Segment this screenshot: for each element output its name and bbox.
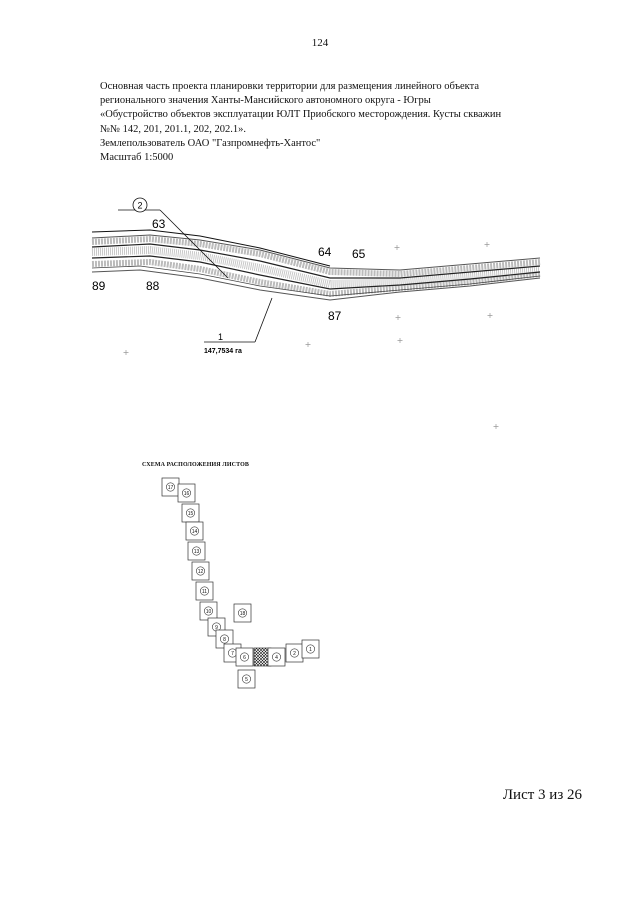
sheet-number: 17 [168, 485, 174, 491]
grid-crosses [123, 242, 499, 429]
page-number: 124 [311, 37, 329, 49]
sheet-cell: 4 [267, 647, 286, 667]
sheet-cell: 14 [185, 521, 204, 541]
header-line: №№ 142, 201, 201.1, 202, 202.1». [100, 123, 247, 135]
parcel-area: 147,7534 га [204, 348, 242, 355]
document-header: Основная часть проекта планировки террит… [100, 80, 560, 165]
point-label: 89 [92, 279, 106, 293]
circled-label-marker [132, 197, 148, 213]
sheet-number: 13 [194, 549, 200, 555]
sheet-cell: 11 [195, 581, 214, 601]
sheet-layout-scheme: 17 16 15 14 13 12 11 10 9 18 8 7 6 5 4 2 1 [150, 470, 350, 690]
sheet-number: 1 [309, 647, 312, 653]
parcel-number: 1 [218, 332, 223, 342]
sheet-number: 9 [215, 625, 218, 631]
sheet-cell: 15 [181, 503, 200, 523]
sheet-number: 10 [206, 609, 212, 615]
sheet-cell: 1 [301, 639, 320, 659]
header-line: «Обустройство объектов эксплуатации ЮЛТ … [100, 109, 502, 121]
point-label: 87 [328, 309, 342, 323]
sheet-cell: 2 [285, 643, 304, 663]
point-label: 63 [152, 217, 166, 231]
sheet-cell: 6 [235, 647, 254, 667]
point-label: 64 [318, 245, 332, 259]
header-line: Землепользователь ОАО "Газпромнефть-Хант… [100, 137, 321, 149]
site-plan-drawing: 2 63 64 65 89 88 87 1 147,7534 га [0, 190, 640, 440]
sheet-number: 14 [192, 529, 198, 535]
sheet-number: 8 [223, 637, 226, 643]
header-line: Масштаб 1:5000 [100, 152, 174, 164]
sheet-cells: 17 16 15 14 13 12 11 10 9 18 8 7 6 5 4 2 1 [161, 477, 320, 689]
sheet-number: 6 [243, 655, 246, 661]
right-of-way-band [91, 234, 541, 301]
sheet-number: 12 [198, 569, 204, 575]
sheet-cell: 10 [199, 601, 218, 621]
sheet-cell: 18 [233, 603, 252, 623]
sheet-cell: 5 [237, 669, 256, 689]
header-line: регионального значения Ханты-Мансийского… [100, 95, 431, 107]
circled-label: 2 [137, 201, 142, 211]
sheet-number: 18 [240, 611, 246, 617]
point-label: 65 [352, 247, 366, 261]
sheet-number: 15 [188, 511, 194, 517]
point-label: 88 [146, 279, 160, 293]
sheet-number: 11 [202, 589, 207, 595]
sheet-number: 7 [231, 651, 234, 657]
sheet-cell: 17 [161, 477, 180, 497]
sheet-cell: 13 [187, 541, 206, 561]
sheet-number: 4 [275, 655, 278, 661]
sheet-counter: Лист 3 из 26 [502, 787, 582, 803]
scheme-title: СХЕМА РАСПОЛОЖЕНИЯ ЛИСТОВ [142, 462, 249, 468]
parcel-boundary [91, 229, 331, 267]
sheet-cell: 12 [191, 561, 210, 581]
sheet-cell: 16 [177, 483, 196, 503]
header-line: Основная часть проекта планировки террит… [100, 81, 480, 92]
sheet-number: 16 [184, 491, 190, 497]
sheet-number: 5 [245, 677, 248, 683]
sheet-number: 2 [293, 651, 296, 657]
